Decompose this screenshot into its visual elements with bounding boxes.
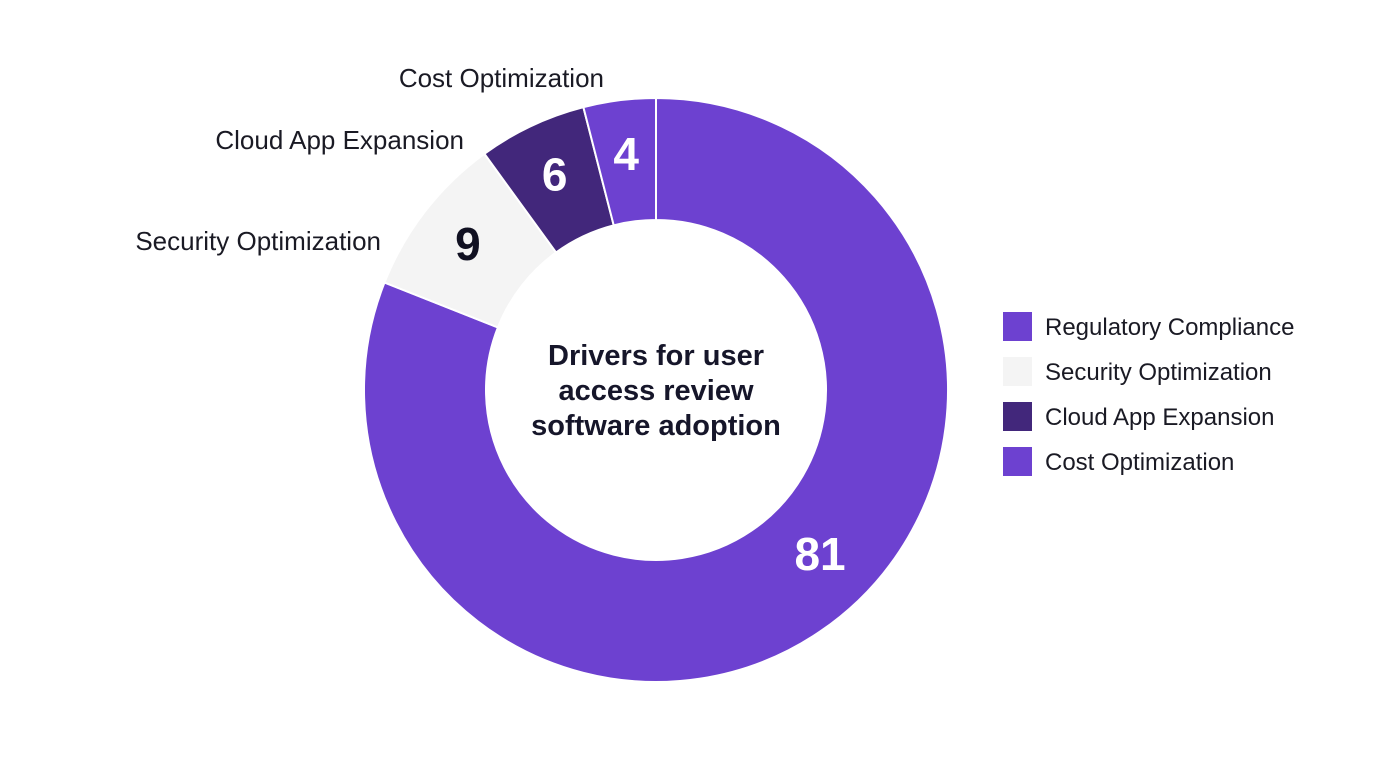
value-label-security-optimization: 9 xyxy=(455,218,481,270)
legend-swatch-cloud-app-expansion xyxy=(1003,402,1032,431)
value-label-cloud-app-expansion: 6 xyxy=(542,149,568,201)
legend-label-security-optimization: Security Optimization xyxy=(1045,359,1272,386)
slice-external-labels: Security Optimization Cloud App Expansio… xyxy=(135,63,604,256)
slice-cost-optimization xyxy=(582,96,657,227)
center-title-line-3: software adoption xyxy=(531,410,781,442)
legend-label-cloud-app-expansion: Cloud App Expansion xyxy=(1045,404,1275,431)
legend-item-regulatory-compliance: Regulatory Compliance xyxy=(1003,312,1294,341)
legend-swatch-regulatory-compliance xyxy=(1003,312,1032,341)
legend-label-cost-optimization: Cost Optimization xyxy=(1045,449,1234,476)
legend-item-cost-optimization: Cost Optimization xyxy=(1003,447,1234,476)
ext-label-security-optimization: Security Optimization xyxy=(135,226,381,256)
legend-swatch-security-optimization xyxy=(1003,357,1032,386)
center-title-line-1: Drivers for user xyxy=(548,340,764,372)
donut-slices xyxy=(363,96,949,683)
value-label-regulatory-compliance: 81 xyxy=(794,528,845,580)
legend-item-cloud-app-expansion: Cloud App Expansion xyxy=(1003,402,1275,431)
value-label-cost-optimization: 4 xyxy=(613,128,639,180)
slice-regulatory-compliance xyxy=(363,96,949,683)
legend-label-regulatory-compliance: Regulatory Compliance xyxy=(1045,314,1294,341)
legend-item-security-optimization: Security Optimization xyxy=(1003,357,1272,386)
center-title: Drivers for user access review software … xyxy=(531,340,781,442)
ext-label-cost-optimization: Cost Optimization xyxy=(399,63,604,93)
legend-swatch-cost-optimization xyxy=(1003,447,1032,476)
center-title-line-2: access review xyxy=(558,375,754,407)
ext-label-cloud-app-expansion: Cloud App Expansion xyxy=(215,125,464,155)
